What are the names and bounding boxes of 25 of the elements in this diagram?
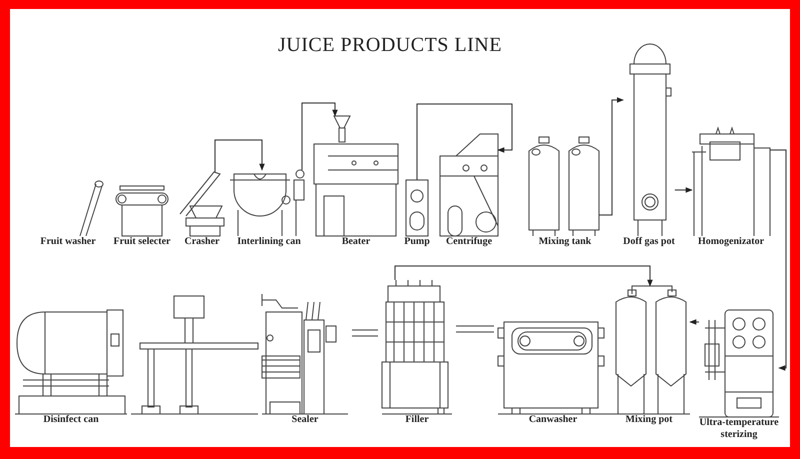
pipe-arrow [214,140,265,172]
machine-label: Mixing tank [538,236,592,248]
machine-label: Beater [342,236,370,248]
machine-label: Interlining can [237,236,301,248]
machine-label: Homogenizator [698,236,764,248]
diagram-title: JUICE PRODUCTS LINE [277,34,503,57]
machine-label: Sealer [292,414,318,426]
pipe-arrow [598,97,624,216]
machine-label: Fruit washer [40,236,96,248]
pipe-arrow [770,150,786,371]
machine-label: Disinfect can [43,414,99,426]
machine-label: Pump [404,236,430,248]
pipe-arrow [689,319,700,325]
machine-label: Fruit selecter [114,236,170,248]
pipe-arrow [302,102,338,170]
pipe-arrow [674,187,693,193]
machine-label: Canwasher [528,414,578,426]
machine-label: Filler [405,414,429,426]
pipe-arrow [416,104,512,180]
pipe-arrow [394,266,653,287]
machine-label: Doff gas pot [623,236,675,248]
machine-label: Crasher [184,236,220,248]
machine-label: Ultra-temperature sterizing [699,417,779,441]
machine-label: Centrifuge [446,236,492,248]
machine-label: Mixing pot [626,414,672,426]
